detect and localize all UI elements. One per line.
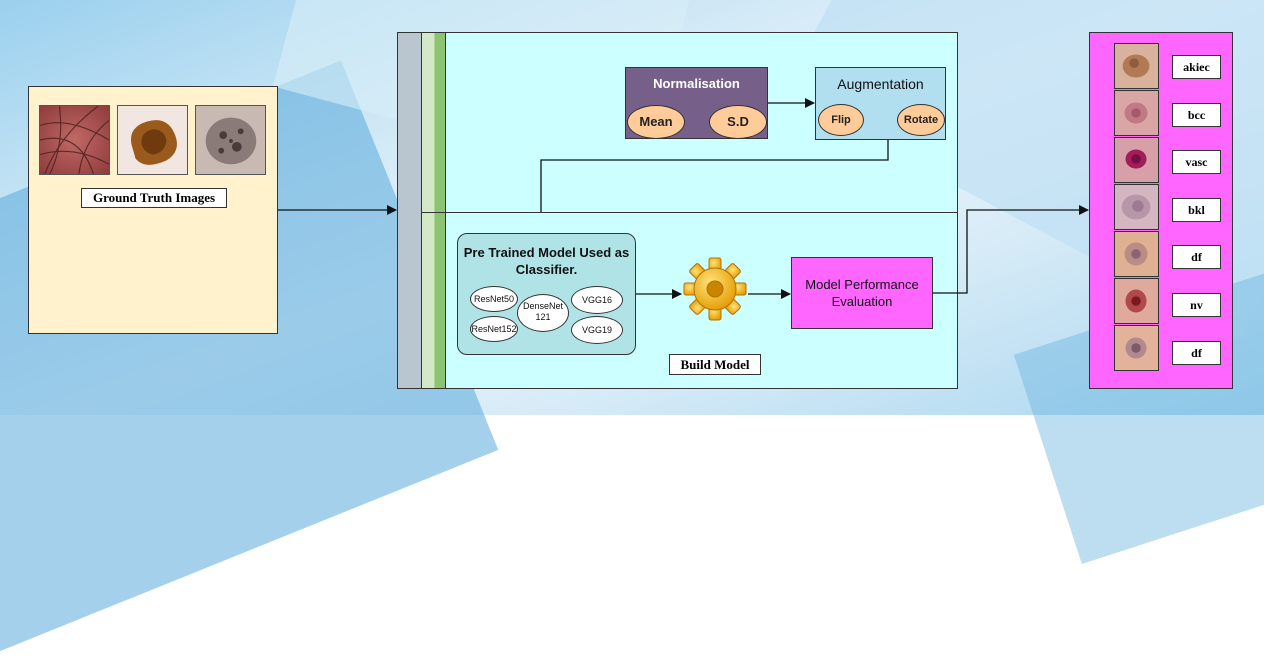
- class-label-vasc: vasc: [1172, 150, 1221, 174]
- model-resnet152: ResNet152: [470, 316, 518, 342]
- model-vgg16: VGG16: [571, 286, 623, 314]
- output-image-5: [1114, 231, 1159, 277]
- aug-to-model-line: [540, 140, 889, 212]
- output-image-4: [1114, 184, 1159, 230]
- class-label-akiec: akiec: [1172, 55, 1221, 79]
- output-image-3: [1114, 137, 1159, 183]
- rotate-oval: Rotate: [897, 104, 945, 136]
- flip-oval: Flip: [818, 104, 864, 136]
- class-label-df: df: [1172, 245, 1221, 269]
- evaluation-box: Model Performance Evaluation: [791, 257, 933, 329]
- build-model-label: Build Model: [669, 354, 761, 375]
- brown-mole-image: [117, 105, 188, 175]
- augmentation-title: Augmentation: [837, 76, 924, 92]
- lane-header-strip: [422, 33, 446, 388]
- pigmented-lesion-image: [195, 105, 266, 175]
- ground-truth-label: Ground Truth Images: [81, 188, 227, 208]
- class-label-df-2: df: [1172, 341, 1221, 365]
- normalisation-box: Normalisation Mean S.D: [625, 67, 768, 139]
- classifier-title: Pre Trained Model Used as Classifier.: [463, 245, 630, 277]
- ground-truth-panel: Ground Truth Images: [28, 86, 278, 334]
- model-densenet121: DenseNet 121: [517, 294, 569, 332]
- class-label-nv: nv: [1172, 293, 1221, 317]
- connectors: [278, 98, 1089, 299]
- eval-to-output-arrow: [933, 205, 1089, 294]
- normalisation-title: Normalisation: [653, 76, 740, 91]
- augmentation-box: Augmentation Flip Rotate: [815, 67, 946, 140]
- mean-oval: Mean: [627, 105, 685, 139]
- class-label-bcc: bcc: [1172, 103, 1221, 127]
- model-vgg19: VGG19: [571, 316, 623, 344]
- output-image-2: [1114, 90, 1159, 136]
- output-image-6: [1114, 278, 1159, 324]
- output-image-1: [1114, 43, 1159, 89]
- classifier-box: Pre Trained Model Used as Classifier. Re…: [457, 233, 636, 355]
- hairy-lesion-image: [39, 105, 110, 175]
- sd-oval: S.D: [709, 105, 767, 139]
- gear-icon: [683, 257, 747, 321]
- class-label-bkl: bkl: [1172, 198, 1221, 222]
- lane-divider: [422, 212, 957, 213]
- pool-header-strip: [398, 33, 422, 388]
- output-image-7: [1114, 325, 1159, 371]
- model-resnet50: ResNet50: [470, 286, 518, 312]
- evaluation-label: Model Performance Evaluation: [805, 277, 919, 309]
